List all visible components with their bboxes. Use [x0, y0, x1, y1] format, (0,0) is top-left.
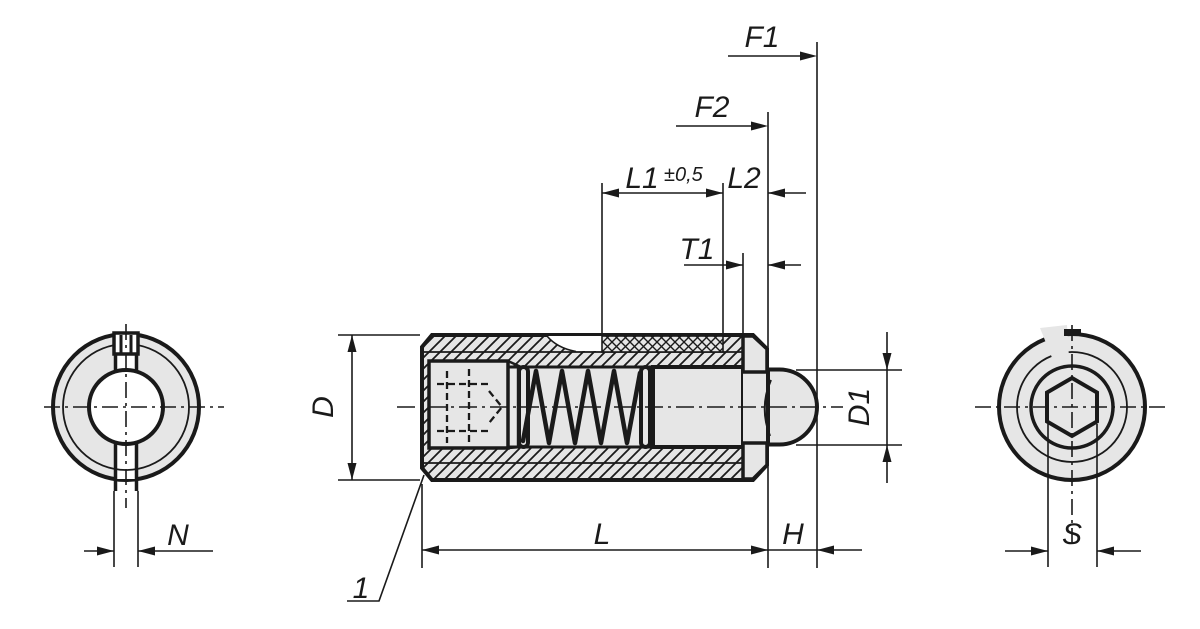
dimension-d: D [307, 334, 420, 481]
dimension-d1: D1 [796, 332, 902, 483]
dimension-f1: F1 [728, 21, 817, 61]
dim-label-l2: L2 [727, 162, 761, 195]
dimension-f2: F2 [676, 91, 768, 131]
leader-item-1: 1 [347, 474, 425, 605]
sectional-view [397, 333, 843, 482]
pin-collar [651, 365, 745, 449]
left-view-slot-notch-bars [119, 335, 133, 353]
dimension-l-arrow-left [422, 545, 439, 555]
dimension-t1-arrow-right [768, 260, 785, 270]
dimension-d1-extension-lines [796, 369, 902, 446]
dim-label-d1: D1 [843, 388, 876, 426]
dim-label-d: D [307, 396, 340, 418]
dimension-l1-arrow-left [602, 188, 619, 198]
dimension-n-extension-lines [113, 491, 139, 567]
dim-label-t1: T1 [679, 233, 714, 266]
item-ref-label: 1 [353, 572, 370, 605]
dimension-s-arrow-left [1031, 546, 1048, 556]
dimension-l1-arrow-right [706, 188, 723, 198]
end-ring-bottom [741, 441, 769, 481]
dimension-d-arrow-top [347, 335, 357, 352]
left-end-view [44, 324, 224, 508]
dimension-l2-arrow [768, 188, 785, 198]
dimension-h: H [768, 518, 862, 555]
dim-label-n: N [167, 519, 189, 552]
dimension-l2: L2 [727, 162, 806, 198]
dim-label-l1-tolerance: ±0,5 [664, 164, 704, 186]
breakout-region [547, 336, 602, 351]
breakout-curve [546, 335, 577, 353]
dimension-n-arrow-right [138, 546, 155, 556]
dim-label-f1: F1 [744, 21, 779, 54]
dimension-d1-arrow-bottom [882, 445, 892, 462]
dimension-l-arrow-right [751, 545, 768, 555]
dimension-f1-arrow [800, 51, 817, 61]
dimension-d1-arrow-top [882, 353, 892, 370]
dimension-s-arrow-right [1097, 546, 1114, 556]
end-ring-top [741, 334, 769, 374]
dimension-s: S [1005, 424, 1141, 567]
dimension-f2-arrow [751, 121, 768, 131]
dimension-t1: T1 [679, 233, 801, 270]
dimensions: F1 F2 L1 ±0,5 L2 T1 [307, 21, 902, 605]
dim-label-l1: L1 [625, 162, 658, 195]
dimension-n-arrow-left [97, 546, 114, 556]
right-end-view [975, 325, 1168, 548]
dimension-l: L [422, 518, 768, 555]
dim-label-f2: F2 [694, 91, 729, 124]
dim-label-s: S [1062, 518, 1082, 551]
dim-label-l: L [594, 518, 611, 551]
dimension-t1-arrow-left [726, 260, 743, 270]
dimension-l1: L1 ±0,5 [602, 162, 723, 198]
dimension-n: N [84, 491, 213, 567]
dimension-d-arrow-bottom [347, 463, 357, 480]
dim-label-h: H [782, 518, 804, 551]
dimension-s-extension-lines [1047, 424, 1098, 567]
dimension-h-arrow [817, 545, 834, 555]
leader-line [347, 474, 425, 602]
thread-lock-patch [601, 335, 724, 353]
